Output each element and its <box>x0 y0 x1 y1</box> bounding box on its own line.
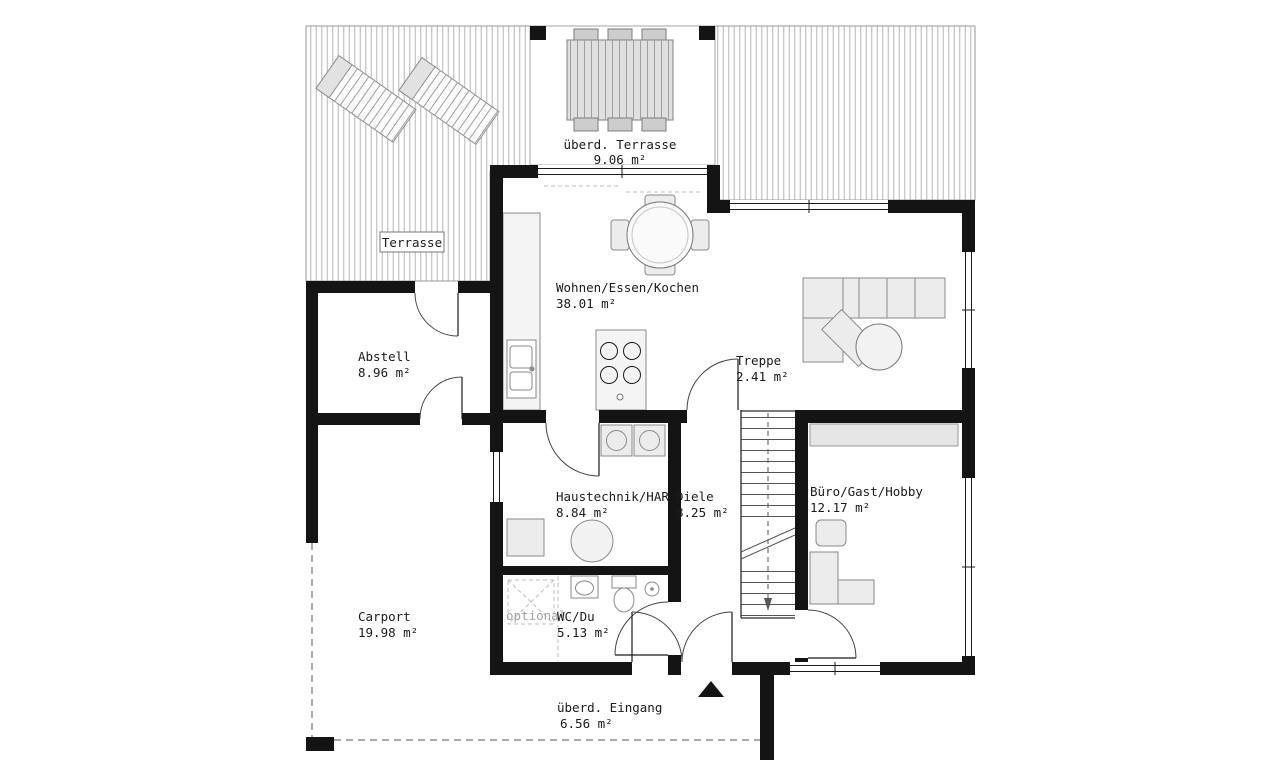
stair-direction-arrow-icon <box>764 598 772 611</box>
room-area-carport: 19.98 m² <box>358 625 418 640</box>
door-utility <box>545 422 600 477</box>
terrace-label-box <box>379 231 445 253</box>
washer-icon <box>600 424 633 457</box>
room-label-carport: Carport <box>358 609 411 624</box>
utility-cabinet <box>506 518 545 557</box>
room-labels: Terrasse überd. Terrasse 9.06 m² Wohnen/… <box>358 137 923 731</box>
desk-extension <box>837 579 875 605</box>
staircase <box>740 410 796 619</box>
desk <box>809 551 839 605</box>
room-area-haustechnik: 8.84 m² <box>556 505 609 520</box>
toilet-icon <box>611 575 637 613</box>
room-label-diele: Diele <box>676 489 714 504</box>
room-label-ueberdachte-terrasse: überd. Terrasse <box>564 137 677 152</box>
cooktop-icon <box>595 329 647 411</box>
optional-shower-icon <box>507 579 555 625</box>
optional-label: optional <box>506 608 566 623</box>
sink-icon <box>506 339 537 399</box>
room-area-diele: 8.25 m² <box>676 505 729 520</box>
terrace-left-area <box>305 25 531 282</box>
room-label-abstell: Abstell <box>358 349 411 364</box>
window-living-right <box>962 252 975 368</box>
window-office-right <box>962 478 975 656</box>
lounger-icon <box>398 56 500 146</box>
carport-boundary <box>311 543 760 741</box>
outdoor-dining-set <box>566 28 674 132</box>
dining-table <box>610 194 710 276</box>
room-label-treppe: Treppe <box>736 353 781 368</box>
dryer-icon <box>633 424 666 457</box>
room-area-wohnen: 38.01 m² <box>556 296 616 311</box>
room-label-wohnen: Wohnen/Essen/Kochen <box>556 280 699 295</box>
walls <box>306 165 975 760</box>
door-abstell-bottom <box>419 376 463 420</box>
bathroom-fixtures <box>507 575 660 661</box>
room-area-buero: 12.17 m² <box>810 500 870 515</box>
lounger-icon <box>315 54 417 144</box>
shower-drain-icon <box>644 581 660 597</box>
entrance-door <box>631 611 733 663</box>
room-label-wc: WC/Du <box>557 609 595 624</box>
desk-chair <box>815 519 847 547</box>
window-utility-left <box>490 452 503 502</box>
room-area-eingang: 6.56 m² <box>560 716 613 731</box>
office-furniture <box>809 423 959 605</box>
window-office-bottom <box>790 662 880 675</box>
room-label-haustechnik: Haustechnik/HAR <box>556 489 669 504</box>
windows <box>490 165 975 675</box>
room-area-ueberdachte-terrasse: 9.06 m² <box>594 152 647 167</box>
wardrobe <box>809 423 959 447</box>
door-living-hall <box>686 358 739 411</box>
window-living-top <box>730 200 888 213</box>
entrance-arrow-icon <box>698 681 724 697</box>
room-label-eingang: überd. Eingang <box>557 700 662 715</box>
terrace-right-area <box>714 25 976 201</box>
coffee-table <box>855 323 903 371</box>
room-area-abstell: 8.96 m² <box>358 365 411 380</box>
door-abstell-top <box>414 292 459 337</box>
room-label-terrasse: Terrasse <box>382 235 442 250</box>
covered-terrace-area <box>529 25 716 166</box>
washbasin-icon <box>570 575 599 599</box>
doors <box>414 292 857 663</box>
boiler-icon <box>570 519 614 563</box>
room-label-buero: Büro/Gast/Hobby <box>810 484 923 499</box>
door-office <box>807 609 857 659</box>
room-area-wc: 5.13 m² <box>557 625 610 640</box>
utility-furniture <box>506 424 666 563</box>
sliding-glass-door <box>538 165 707 193</box>
door-wc <box>614 601 669 656</box>
room-area-treppe: 2.41 m² <box>736 369 789 384</box>
